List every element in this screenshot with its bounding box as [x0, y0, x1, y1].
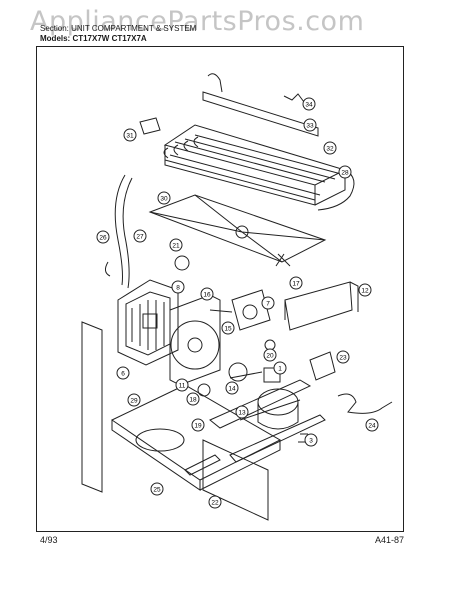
svg-text:1: 1	[278, 366, 282, 373]
watermark: AppliancePartsPros.com	[30, 6, 365, 37]
svg-text:16: 16	[203, 292, 211, 299]
svg-text:26: 26	[99, 235, 107, 242]
svg-text:23: 23	[339, 355, 347, 362]
callout-31: 31	[123, 128, 137, 142]
svg-text:15: 15	[224, 326, 232, 333]
callout-15: 15	[221, 321, 235, 335]
callout-27: 27	[133, 229, 147, 243]
svg-text:17: 17	[292, 281, 300, 288]
svg-text:19: 19	[194, 423, 202, 430]
cover-22	[202, 439, 269, 521]
callout-3: 3	[304, 433, 318, 447]
wire-lead-top	[207, 73, 223, 93]
callout-32: 32	[323, 141, 337, 155]
callout-8: 8	[171, 280, 185, 294]
callouts: 34 33 32 28 30 31 26 27 21 17 8 16 12 15…	[96, 97, 379, 509]
grommet-20	[197, 383, 211, 397]
callout-18: 18	[186, 392, 200, 406]
callout-19: 19	[191, 418, 205, 432]
callout-7: 7	[261, 296, 275, 310]
callout-6: 6	[116, 366, 130, 380]
svg-text:31: 31	[126, 133, 134, 140]
fan-motor	[209, 289, 271, 331]
tube-26	[114, 174, 126, 286]
condenser-coil	[163, 124, 355, 211]
callout-20: 20	[263, 348, 277, 362]
svg-text:18: 18	[189, 397, 197, 404]
power-cord	[337, 393, 393, 414]
footer-code: A41-87	[374, 535, 404, 545]
fan-housing	[117, 279, 179, 366]
callout-12: 12	[358, 283, 372, 297]
rail-upper	[209, 379, 312, 429]
svg-text:28: 28	[341, 170, 349, 177]
svg-text:11: 11	[179, 383, 186, 390]
svg-text:3: 3	[309, 438, 313, 445]
callout-16: 16	[200, 287, 214, 301]
rail-lower	[229, 414, 326, 463]
callout-11: 11	[175, 378, 189, 392]
svg-text:6: 6	[121, 371, 125, 378]
svg-text:24: 24	[368, 423, 376, 430]
tube-27	[122, 177, 133, 289]
callout-14: 14	[225, 381, 239, 395]
svg-text:29: 29	[130, 398, 138, 405]
clip-17	[275, 253, 291, 267]
callout-23: 23	[336, 350, 350, 364]
diagram-frame	[36, 46, 404, 532]
compressor	[228, 362, 301, 430]
svg-text:13: 13	[238, 410, 246, 417]
svg-text:25: 25	[153, 487, 161, 494]
callout-26: 26	[96, 230, 110, 244]
relay-23	[309, 351, 336, 381]
svg-text:33: 33	[306, 123, 314, 130]
callout-29: 29	[127, 393, 141, 407]
models-line: Models: CT17X7W CT17X7A	[40, 34, 147, 43]
bracket-12	[284, 281, 359, 331]
callout-25: 25	[150, 482, 164, 496]
svg-text:27: 27	[136, 234, 144, 241]
callout-17: 17	[289, 276, 303, 290]
callout-13: 13	[235, 405, 249, 419]
callout-34: 34	[302, 97, 316, 111]
clip-31	[139, 117, 161, 135]
svg-text:8: 8	[176, 285, 180, 292]
callout-22: 22	[208, 495, 222, 509]
svg-text:32: 32	[326, 146, 334, 153]
footer-date: 4/93	[40, 535, 58, 545]
left-panel	[81, 321, 103, 493]
callout-1: 1	[273, 361, 287, 375]
base-pan	[111, 384, 282, 491]
callout-30: 30	[157, 191, 171, 205]
section-title: Section: UNIT COMPARTMENT & SYSTEM	[40, 24, 197, 33]
mounting-rail	[202, 91, 319, 137]
bracket-34	[283, 93, 305, 103]
svg-text:14: 14	[228, 386, 236, 393]
callout-24: 24	[365, 418, 379, 432]
svg-text:20: 20	[266, 353, 274, 360]
fitting-21	[174, 255, 190, 271]
svg-text:7: 7	[266, 301, 270, 308]
svg-text:21: 21	[172, 243, 180, 250]
callout-28: 28	[338, 165, 352, 179]
wire-end	[104, 261, 111, 277]
drain-tray	[148, 194, 327, 263]
screw-3	[298, 433, 308, 443]
svg-text:12: 12	[361, 288, 369, 295]
svg-text:30: 30	[160, 196, 168, 203]
svg-text:34: 34	[305, 102, 313, 109]
mount-24	[184, 454, 221, 476]
svg-text:22: 22	[211, 500, 219, 507]
callout-33: 33	[303, 118, 317, 132]
callout-21: 21	[169, 238, 183, 252]
